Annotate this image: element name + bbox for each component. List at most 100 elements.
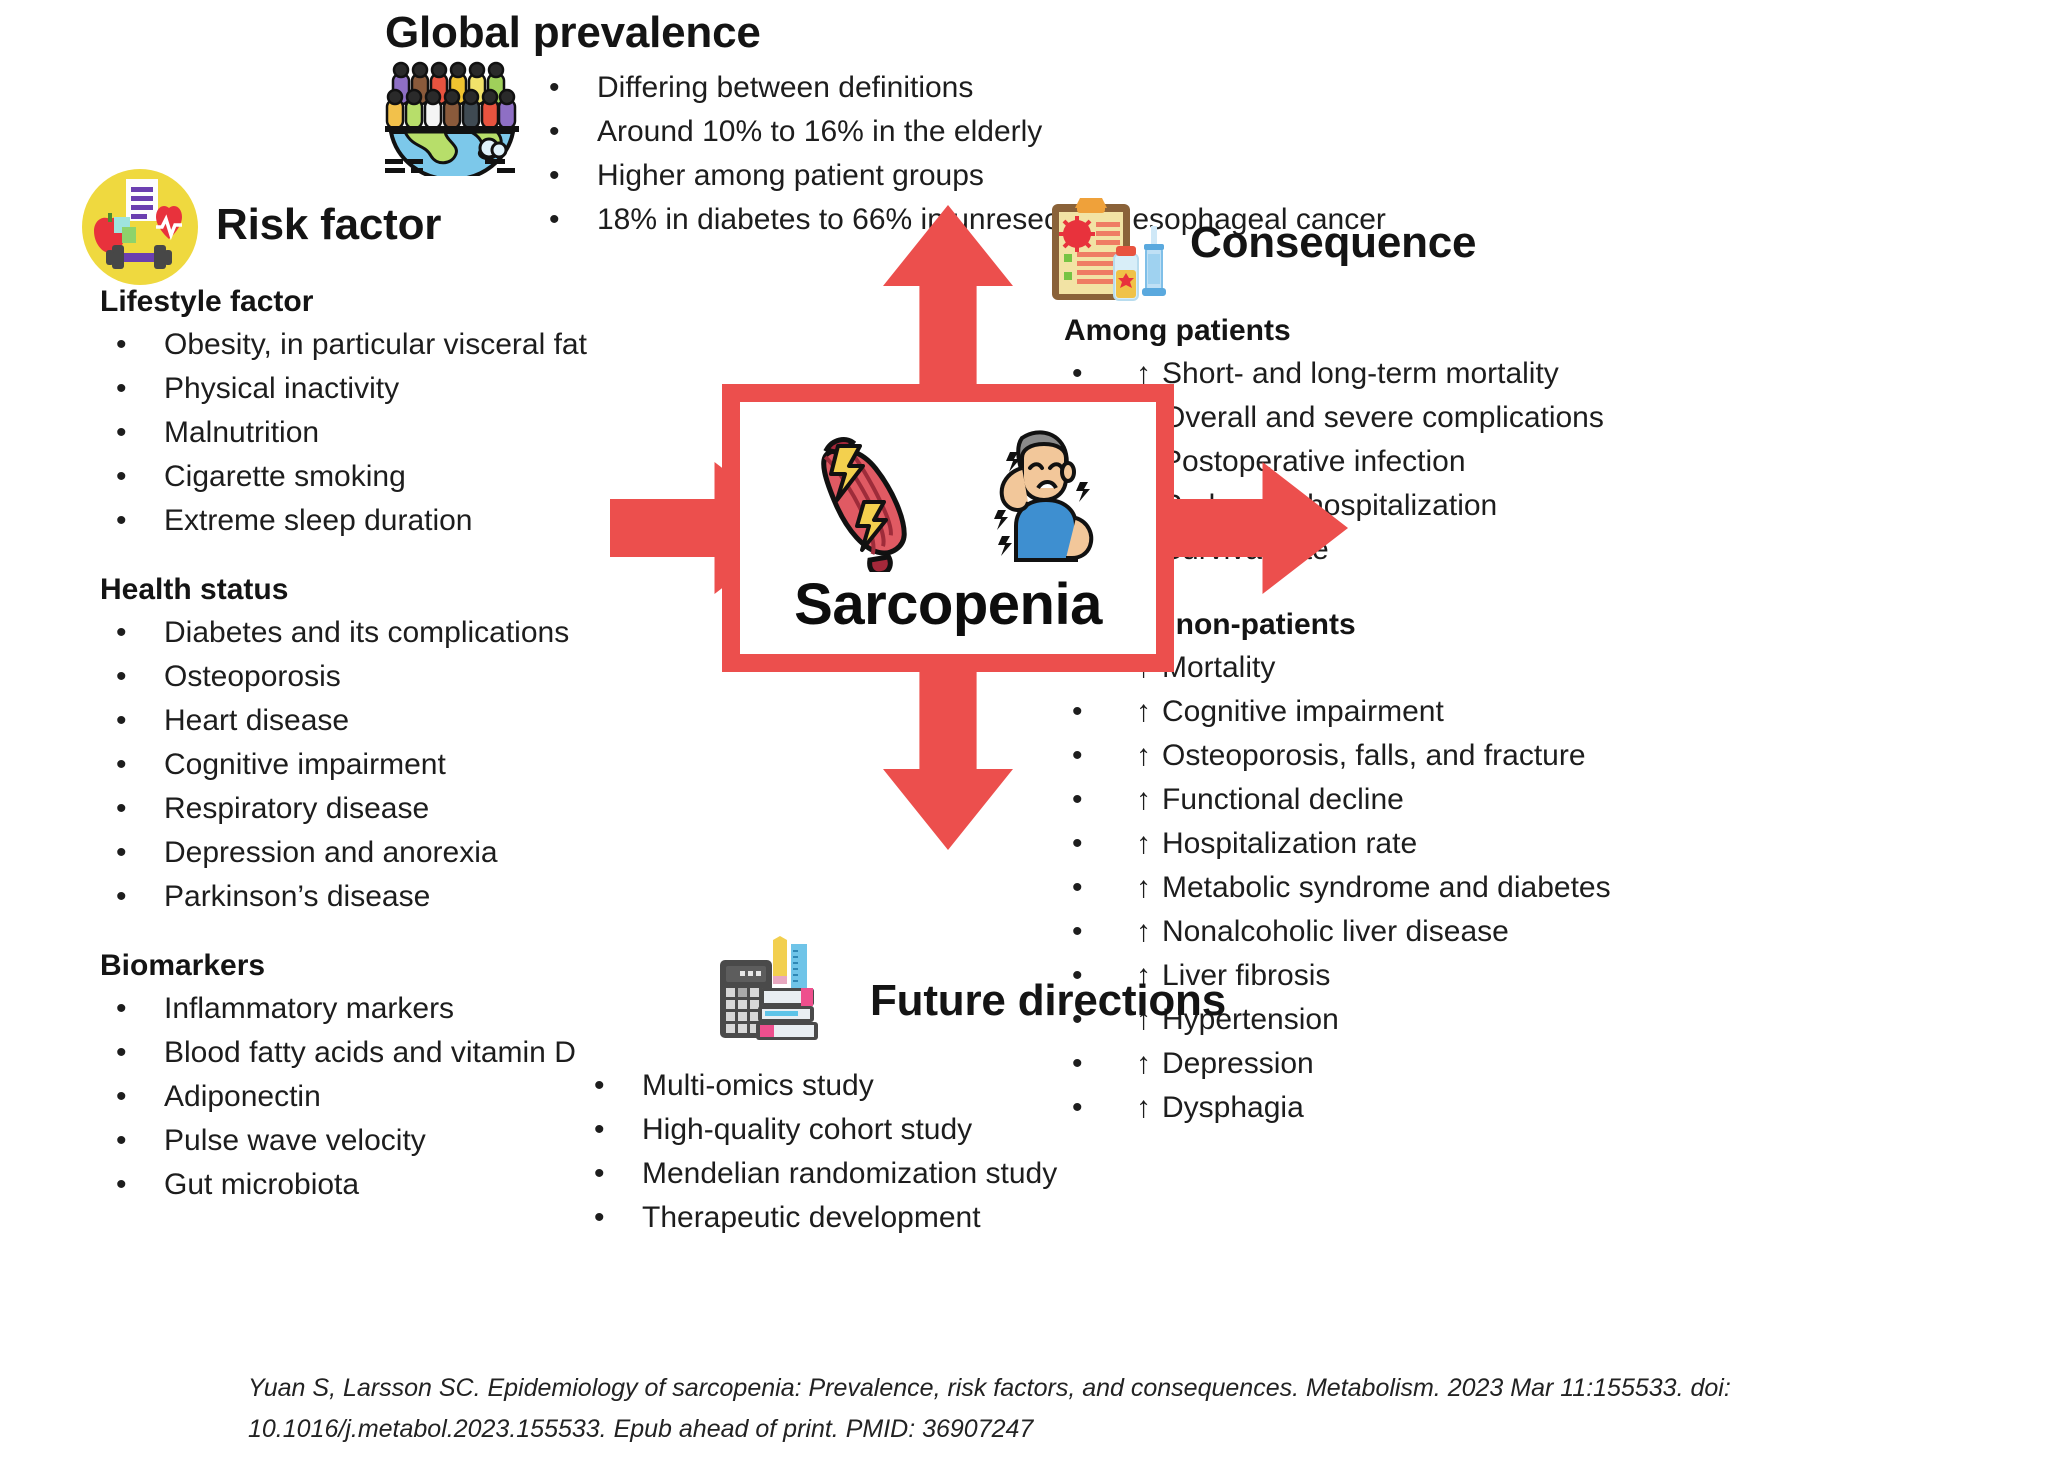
list-item-label: Malnutrition [164,416,320,449]
consequence-group: Among non-patients•↑Mortality•↑Cognitive… [1064,608,2044,1130]
citation-line-2: 10.1016/j.metabol.2023.155533. Epub ahea… [248,1415,1034,1443]
list-item: •Pulse wave velocity [100,1119,720,1163]
list-item: • Heart disease [100,699,720,743]
bullet-glyph: • [116,372,127,405]
group-heading: Among patients [1064,314,1291,347]
list-item-label: Hypertension [1162,1003,1339,1036]
list-item-label: Therapeutic development [642,1201,981,1234]
list-item-label: Short- and long-term mortality [1162,357,1559,390]
list-item: •↑Nonalcoholic liver disease [1064,910,2044,954]
bullet-glyph: • [1072,739,1083,772]
list-item-label: Functional decline [1162,783,1404,816]
center-title: Sarcopenia [794,572,1102,637]
list-item-label: Osteoporosis [164,660,341,693]
list-item-label: Dysphagia [1162,1091,1304,1124]
list-item-label: Depression and anorexia [164,836,498,869]
list-item-label: Higher among patient groups [597,159,984,192]
list-item: •Depression and anorexia [100,831,720,875]
list-item-label: Overall and severe complications [1162,401,1604,434]
future-directions-list: • Multi-omics study •High-quality cohort s… [578,1064,1057,1240]
list-item-label: Multi-omics study [642,1069,874,1102]
list-item: •↑Metabolic syndrome and diabetes [1064,866,2044,910]
bullet-glyph: • [116,416,127,449]
bullet-glyph: • [116,1124,127,1157]
list-item: •↑Functional decline [1064,778,2044,822]
list-item: • Cognitive impairment [100,743,720,787]
list-item: •Cigarette smoking [100,455,720,499]
list-item-label: Respiratory disease [164,792,430,825]
list-item: •High-quality cohort study [578,1108,1057,1152]
list-item: • Therapeutic development [578,1196,1057,1240]
bullet-glyph: • [116,460,127,493]
list-item-label: Heart disease [164,704,350,737]
person-in-pain-icon [964,422,1104,572]
risk-factor-groups: Lifestyle factor•Obesity, in particular … [100,285,720,1237]
bullet-glyph: • [1072,959,1083,992]
bullet-glyph: • [594,1113,605,1146]
list-item: • Malnutrition [100,411,720,455]
bullet-glyph: • [594,1069,605,1102]
bullet-glyph: • [594,1201,605,1234]
bullet-glyph: • [116,992,127,1025]
list-item: •↑Short- and long-term mortality [1064,352,2044,396]
list-item: •Inflammatory markers [100,987,720,1031]
bullet-glyph: • [549,71,560,104]
group-heading: Among non-patients [1064,608,1356,641]
list-item-label: Differing between definitions [597,71,974,104]
arrow-up-glyph: ↑ [1136,1047,1151,1080]
citation: Yuan S, Larsson SC. Epidemiology of sarc… [248,1368,1808,1450]
group-list: •↑Mortality•↑Cognitive impairment•↑Osteo… [1064,646,2044,1130]
bullet-glyph: • [116,328,127,361]
list-item-label: Depression [1162,1047,1314,1080]
bullet-glyph: • [1072,1003,1083,1036]
health-lifestyle-circle-icon [78,165,202,289]
clipboard-medicine-syringe-icon [1050,192,1174,308]
arrow-up-glyph: ↑ [1136,1091,1151,1124]
group-heading: Biomarkers [100,949,266,982]
list-item: •↑Hospitalization rate [1064,822,2044,866]
citation-line-1: Yuan S, Larsson SC. Epidemiology of sarc… [248,1374,1731,1402]
bullet-glyph: • [116,704,127,737]
arrow-up-glyph: ↑ [1136,783,1151,816]
list-item: •Extreme sleep duration [100,499,720,543]
list-item-label: Hospitalization rate [1162,827,1418,860]
list-item: •↑Cognitive impairment [1064,690,2044,734]
list-item-label: Metabolic syndrome and diabetes [1162,871,1611,904]
arrow-up-glyph: ↑ [1136,871,1151,904]
list-item-label: Physical inactivity [164,372,400,405]
bullet-glyph: • [1072,915,1083,948]
bullet-glyph: • [116,748,127,781]
list-item-label: Gut microbiota [164,1168,360,1201]
list-item: •Higher among patient groups [533,154,1386,198]
arrow-up-glyph: ↑ [1136,1003,1151,1036]
list-item: •Osteoporosis [100,655,720,699]
list-item: •Adiponectin [100,1075,720,1119]
future-directions-title: Future directions [870,976,1226,1025]
list-item-label: Parkinson’s disease [164,880,431,913]
bullet-glyph: • [116,1036,127,1069]
list-item-label: Diabetes and its complications [164,616,570,649]
list-item: • ↑ Hypertension [1064,998,2044,1042]
list-item: •Parkinson’s disease [100,875,720,919]
list-item-label: Osteoporosis, falls, and fracture [1162,739,1586,772]
risk-factor-title: Risk factor [216,200,442,249]
bullet-glyph: • [1072,1047,1083,1080]
bullet-glyph: • [116,1168,127,1201]
people-on-globe-icon [385,56,525,176]
list-item: • Multi-omics study [578,1064,1057,1108]
consequence-groups: Among patients•↑Short- and long-term mor… [1064,314,2044,1166]
bullet-glyph: • [1072,695,1083,728]
list-item: • ↑ Depression [1064,1042,2044,1086]
bullet-glyph: • [1072,357,1083,390]
bullet-glyph: • [116,504,127,537]
bullet-glyph: • [116,1080,127,1113]
list-item-label: Mendelian randomization study [642,1157,1058,1190]
list-item-label: Cognitive impairment [1162,695,1444,728]
list-item: •↑Liver fibrosis [1064,954,2044,998]
consequence-title: Consequence [1190,218,1477,267]
list-item: •↑Overall and severe complications [1064,396,2044,440]
list-item-label: Cognitive impairment [164,748,446,781]
list-item: •Respiratory disease [100,787,720,831]
group-list: •Inflammatory markers•Blood fatty acids … [100,987,720,1207]
